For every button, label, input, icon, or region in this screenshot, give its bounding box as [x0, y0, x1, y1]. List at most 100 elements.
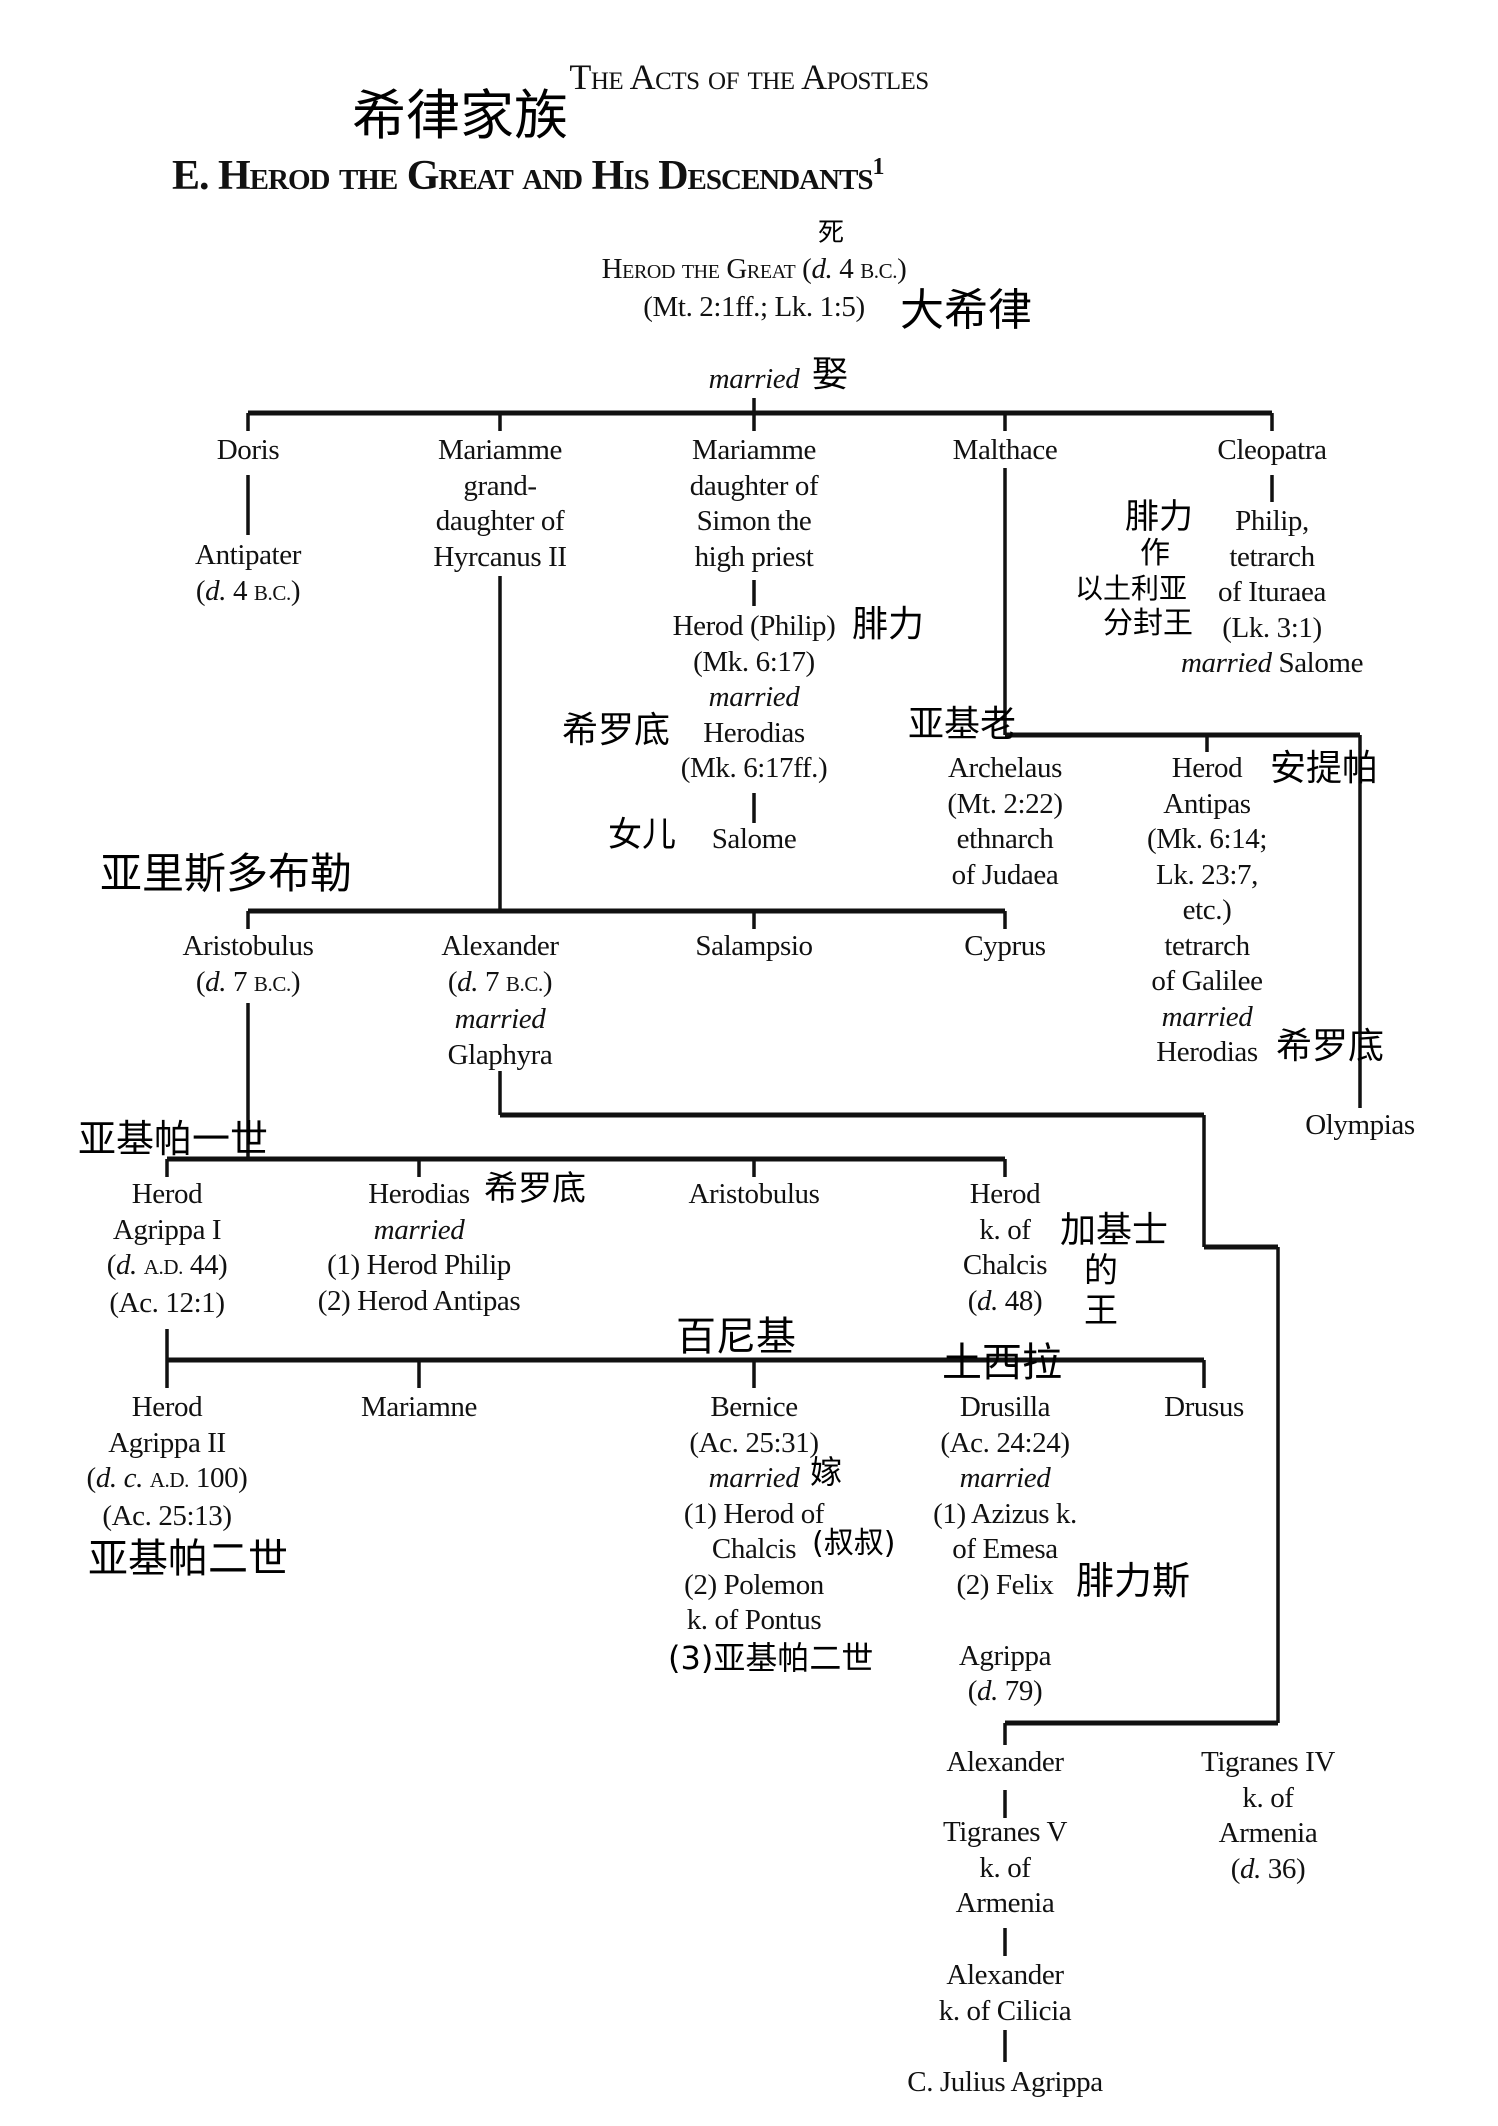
text-segment: (Mt. 2:22): [947, 787, 1063, 820]
text-segment: Salampsio: [695, 930, 813, 962]
text-segment: k. of Pontus: [686, 1604, 822, 1636]
person-line: Drusilla: [959, 1390, 1051, 1426]
person-line: k. of: [979, 1213, 1031, 1249]
person-line: Hyrcanus II: [433, 540, 567, 576]
married-label: married: [454, 1003, 546, 1035]
text-segment: 100): [189, 1462, 248, 1494]
person-salampsio: Salampsio: [584, 929, 924, 965]
person-line: ethnarch: [957, 822, 1054, 858]
person-line: Herod the Great (d. 4 B.C.): [602, 252, 907, 290]
person-line: married Salome: [1181, 646, 1363, 682]
person-line: married: [960, 1461, 1051, 1497]
text-segment: 44): [183, 1249, 228, 1281]
person-malthace: Malthace: [835, 433, 1175, 469]
person-married-top: married: [584, 362, 924, 398]
page-title: E. Herod the Great and His Descendants1: [172, 152, 885, 200]
person-line: Chalcis: [712, 1532, 797, 1568]
handwritten-note-hw-family: 希律家族: [352, 84, 568, 147]
person-line: of Judaea: [952, 858, 1059, 894]
person-line: Cyprus: [964, 929, 1046, 965]
person-line: Mariamme: [438, 433, 562, 469]
person-line: married: [709, 680, 800, 716]
person-line: high priest: [695, 540, 814, 576]
text-segment: (Ac. 25:31): [689, 1426, 819, 1459]
person-line: Herodias: [368, 1177, 470, 1213]
text-segment: Herod: [969, 1178, 1041, 1210]
person-line: Drusus: [1164, 1390, 1244, 1426]
text-segment: 79): [997, 1675, 1043, 1707]
married-label: d.: [811, 253, 833, 285]
text-segment: tetrarch: [1164, 929, 1250, 962]
person-line: (1) Azizus k.: [933, 1497, 1077, 1533]
person-salome: Salome: [584, 822, 924, 858]
person-line: tetrarch: [1164, 929, 1250, 965]
text-segment: (2) Herod Antipas: [317, 1284, 521, 1317]
text-segment: Mariamme: [437, 434, 563, 466]
text-segment: A.D.: [149, 1468, 190, 1492]
person-line: grand-: [463, 469, 537, 505]
person-line: Herod (Philip): [673, 609, 836, 645]
married-label: d.: [115, 1249, 137, 1281]
text-segment: 7: [478, 965, 506, 998]
handwritten-note-hw-daughter: 女儿: [608, 815, 676, 855]
married-label: married: [708, 681, 800, 713]
person-line: of Ituraea: [1218, 575, 1326, 611]
married-label: married: [959, 1462, 1051, 1494]
text-segment: Doris: [216, 434, 280, 466]
person-line: k. of Cilicia: [939, 1994, 1072, 2030]
text-segment: Olympias: [1305, 1109, 1415, 1141]
text-segment: (: [195, 965, 206, 998]
text-segment: 4: [832, 253, 861, 285]
handwritten-note-hw-wed: 嫁: [810, 1453, 843, 1491]
text-segment: (: [967, 1675, 978, 1707]
text-segment: ): [290, 574, 301, 607]
text-segment: Alexander: [946, 1959, 1064, 1991]
handwritten-note-hw-uncle: (叔叔): [812, 1526, 896, 1561]
text-segment: daughter of: [689, 469, 819, 502]
person-line: Doris: [216, 433, 280, 469]
text-segment: 36): [1260, 1852, 1306, 1885]
text-segment: (: [967, 1284, 978, 1317]
person-line: Olympias: [1305, 1108, 1415, 1144]
handwritten-note-hw-chalcis-b: 的: [1084, 1251, 1118, 1291]
text-segment: A.D.: [143, 1255, 184, 1279]
text-segment: Aristobulus: [182, 930, 314, 962]
person-line: Tigranes IV: [1201, 1745, 1335, 1781]
married-label: d.: [457, 965, 479, 998]
text-segment: k. of: [1242, 1781, 1294, 1814]
married-label: married: [1161, 1000, 1253, 1033]
person-julius-agrippa: C. Julius Agrippa: [835, 2065, 1175, 2101]
married-label: d. c.: [95, 1462, 144, 1494]
text-segment: Herodias: [703, 716, 805, 749]
text-segment: Archelaus: [948, 752, 1062, 784]
person-line: Herod: [132, 1177, 203, 1213]
person-line: Mariamne: [361, 1390, 477, 1426]
text-segment: Herodias: [1156, 1036, 1258, 1068]
person-line: married: [709, 362, 800, 398]
person-line: Agrippa I: [113, 1213, 222, 1249]
person-line: (Ac. 24:24): [940, 1426, 1070, 1462]
text-segment: Drusilla: [959, 1391, 1051, 1423]
person-line: (Mt. 2:22): [947, 787, 1063, 823]
person-line: Aristobulus: [689, 1177, 820, 1213]
text-segment: etc.): [1182, 894, 1232, 926]
text-segment: ): [542, 965, 553, 998]
person-line: Bernice: [710, 1390, 798, 1426]
person-line: tetrarch: [1229, 540, 1315, 576]
text-segment: C. Julius Agrippa: [907, 2066, 1103, 2098]
text-segment: Alexander: [946, 1746, 1064, 1778]
person-line: k. of: [1242, 1781, 1294, 1817]
handwritten-note-hw-ituraea: 以土利亚: [1075, 572, 1188, 605]
person-line: Simon the: [697, 504, 812, 540]
person-line: daughter of: [436, 504, 565, 540]
handwritten-note-hw-herodias-2: 希罗底: [1276, 1026, 1385, 1067]
text-segment: Agrippa II: [108, 1426, 226, 1459]
text-segment: Cleopatra: [1217, 434, 1327, 466]
person-line: Malthace: [953, 433, 1058, 469]
married-label: married: [373, 1213, 465, 1246]
